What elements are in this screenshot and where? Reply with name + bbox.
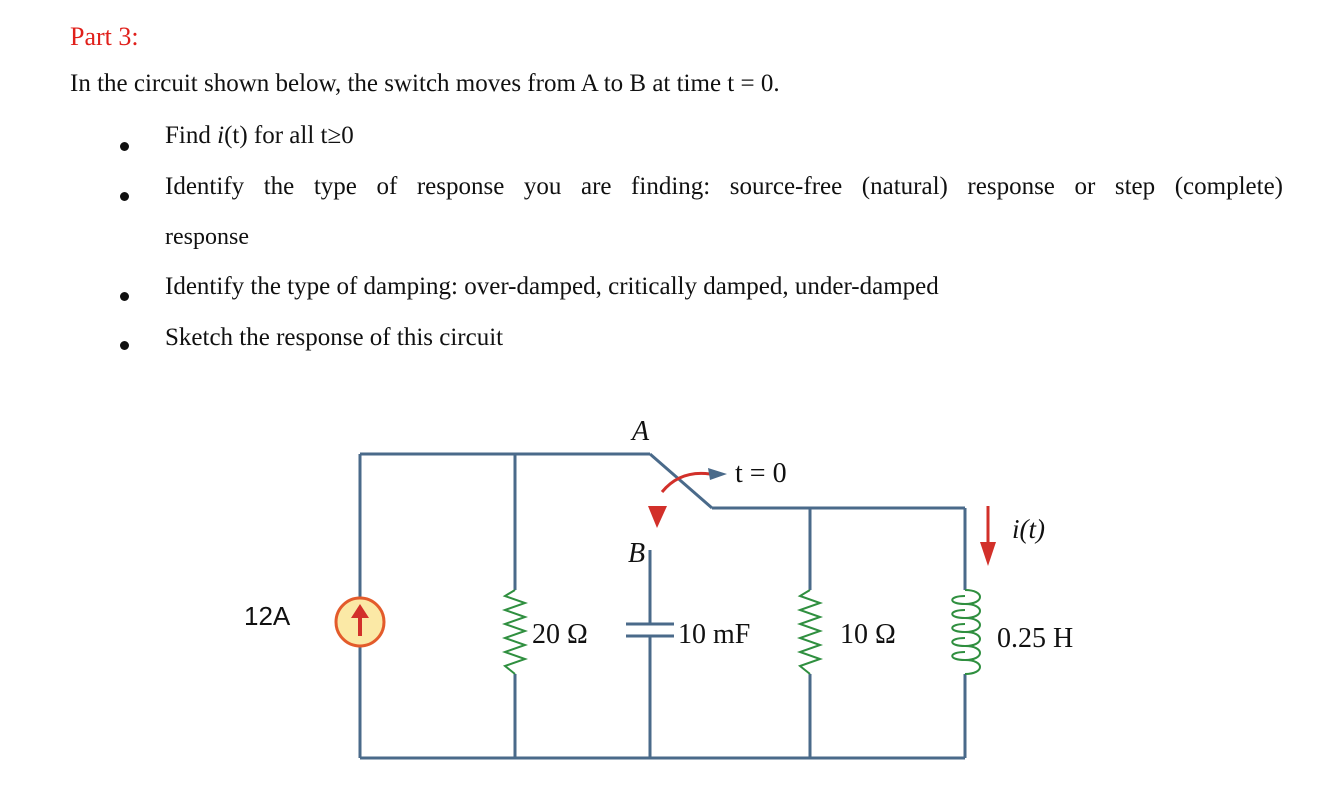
- down-arrow-icon: [980, 542, 996, 566]
- resistor-10-label: 10 Ω: [840, 619, 896, 650]
- bullet-dot: [120, 292, 129, 301]
- intro-text: In the circuit shown below, the switch m…: [70, 70, 780, 97]
- bullet-dot: [120, 341, 129, 350]
- task-find-suffix: (t) for all t≥0: [224, 122, 354, 149]
- up-arrow-icon: [351, 604, 369, 618]
- bullet-dot: [120, 142, 129, 151]
- part-title: Part 3:: [70, 22, 139, 51]
- switch-a-label: A: [630, 416, 650, 447]
- resistor-10-ohm: [796, 589, 824, 675]
- capacitor-label: 10 mF: [678, 619, 750, 650]
- task-find-italic: i: [217, 122, 225, 149]
- task-response-type-cont: response: [165, 224, 249, 250]
- bullet-dot: [120, 192, 129, 201]
- resistor-20-label: 20 Ω: [532, 619, 588, 650]
- switch-arrow-icon: [648, 506, 667, 528]
- inductor: [951, 589, 981, 675]
- current-source: [334, 596, 386, 648]
- switch-b-label: B: [628, 538, 645, 569]
- current-label: i(t): [1012, 514, 1045, 544]
- source-label: 12A: [244, 601, 291, 631]
- inductor-label: 0.25 H: [997, 623, 1073, 654]
- current-arrow: [980, 506, 996, 566]
- task-damping-type: Identify the type of damping: over-dampe…: [165, 273, 939, 300]
- capacitor: [626, 622, 674, 638]
- circuit-diagram: 12A 20 Ω 10 mF 10 Ω 0.25 H A B t = 0 i(t…: [244, 416, 1073, 760]
- task-response-type: Identify the type of response you are fi…: [165, 173, 1283, 200]
- task-find-prefix: Find: [165, 122, 218, 149]
- switch: [648, 452, 727, 528]
- task-sketch: Sketch the response of this circuit: [165, 324, 504, 351]
- task-find-current: Find i(t) for all t≥0: [165, 122, 354, 150]
- resistor-20-ohm: [501, 589, 529, 675]
- switch-time-label: t = 0: [735, 458, 787, 489]
- circuit-wires: [358, 452, 967, 760]
